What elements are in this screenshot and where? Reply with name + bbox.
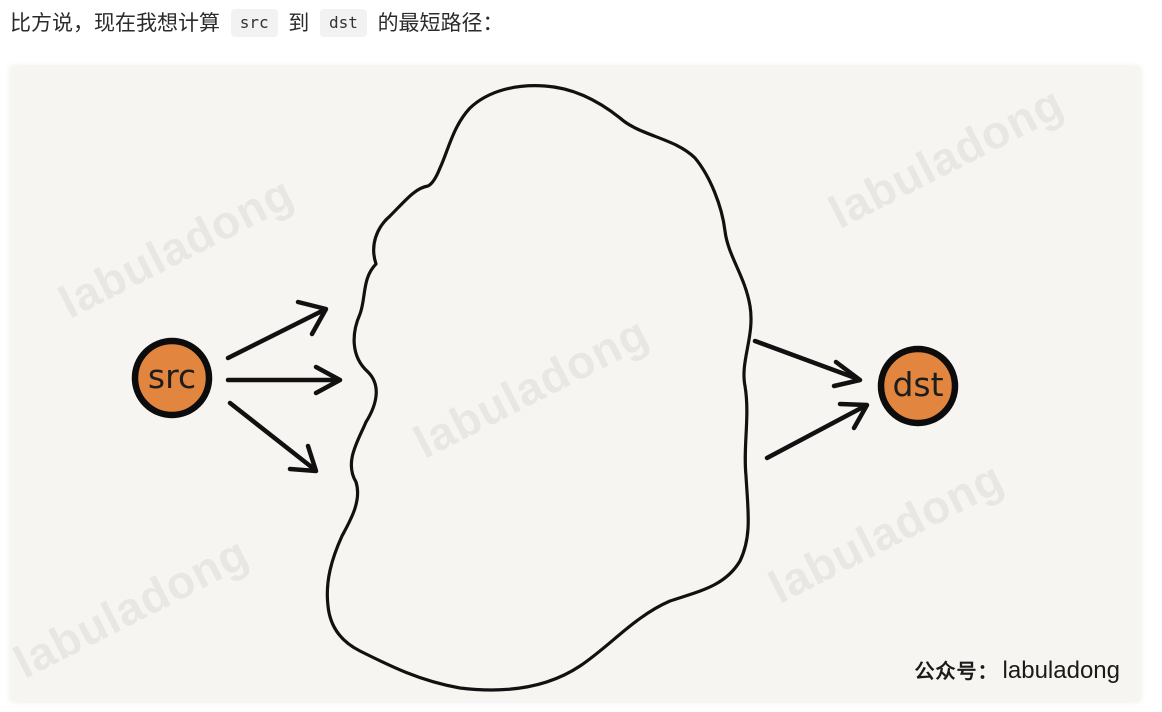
inline-code-dst: dst — [319, 9, 367, 37]
arrow-to-dst-lower — [764, 401, 870, 461]
node-src-circle — [131, 337, 213, 419]
arrow-src-middle — [225, 364, 343, 396]
node-dst-circle — [877, 345, 959, 427]
graph-cloud-outline — [325, 84, 753, 692]
credit-prefix: 公众号： — [914, 661, 999, 683]
arrow-src-up — [225, 299, 329, 361]
inline-code-src: src — [230, 9, 278, 37]
arrow-src-down — [227, 400, 319, 474]
intro-text-after: 的最短路径： — [377, 11, 504, 35]
shortest-path-illustration: labuladong labuladong labuladong labulad… — [10, 66, 1141, 702]
intro-text-between: 到 — [288, 11, 310, 35]
intro-text-before: 比方说，现在我想计算 — [10, 11, 220, 35]
figure-credit: 公众号：labuladong — [915, 655, 1120, 685]
node-dst-label: dst — [892, 365, 944, 404]
graph-drawing — [131, 84, 959, 692]
node-src-label: src — [147, 357, 197, 396]
arrow-to-dst-upper — [752, 338, 863, 389]
intro-sentence: 比方说，现在我想计算 src 到 dst 的最短路径： — [10, 6, 504, 40]
credit-name: labuladong — [1002, 657, 1120, 684]
